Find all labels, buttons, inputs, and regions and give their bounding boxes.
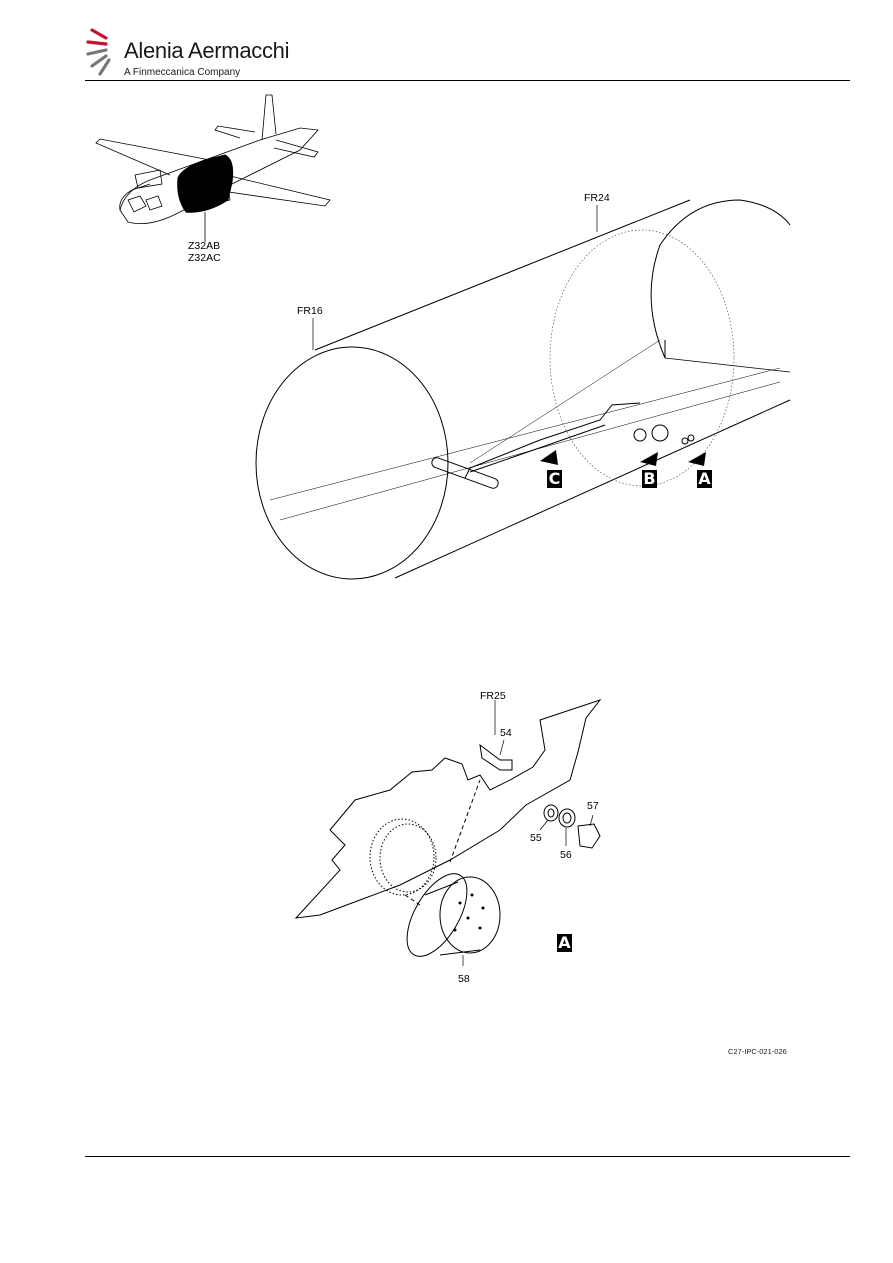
zone-code-2: Z32AC: [188, 252, 221, 264]
item-56: 56: [560, 849, 572, 861]
footer-rule: [85, 1156, 850, 1157]
harness-run: [431, 402, 695, 489]
detail-view-label-a: A: [557, 933, 572, 952]
frame-label-fr24: FR24: [584, 192, 610, 204]
zone-code-1: Z32AB: [188, 240, 221, 252]
frame-label-fr16: FR16: [297, 305, 323, 317]
fuselage-section: [255, 199, 791, 580]
brand-name: Alenia Aermacchi: [124, 38, 290, 63]
view-callout-c: C: [547, 469, 562, 488]
item-57: 57: [587, 800, 599, 812]
item-58: 58: [458, 973, 470, 985]
brand-subtitle: A Finmeccanica Company: [124, 67, 241, 78]
frame-label-fr25: FR25: [480, 690, 506, 702]
frame-fr24-outline: [549, 229, 735, 487]
header-rule: [85, 80, 850, 81]
detail-a-panel: [294, 699, 602, 957]
view-callout-a: A: [697, 469, 712, 488]
highlighted-zone: [177, 154, 234, 213]
view-arrows: [540, 450, 706, 466]
aircraft-overview: [95, 94, 331, 225]
figure-id: C27-IPC-021-026: [728, 1047, 787, 1056]
view-callout-b: B: [642, 469, 657, 488]
item-55: 55: [530, 832, 542, 844]
item-54: 54: [500, 727, 512, 739]
company-logo-mark: [86, 28, 111, 76]
